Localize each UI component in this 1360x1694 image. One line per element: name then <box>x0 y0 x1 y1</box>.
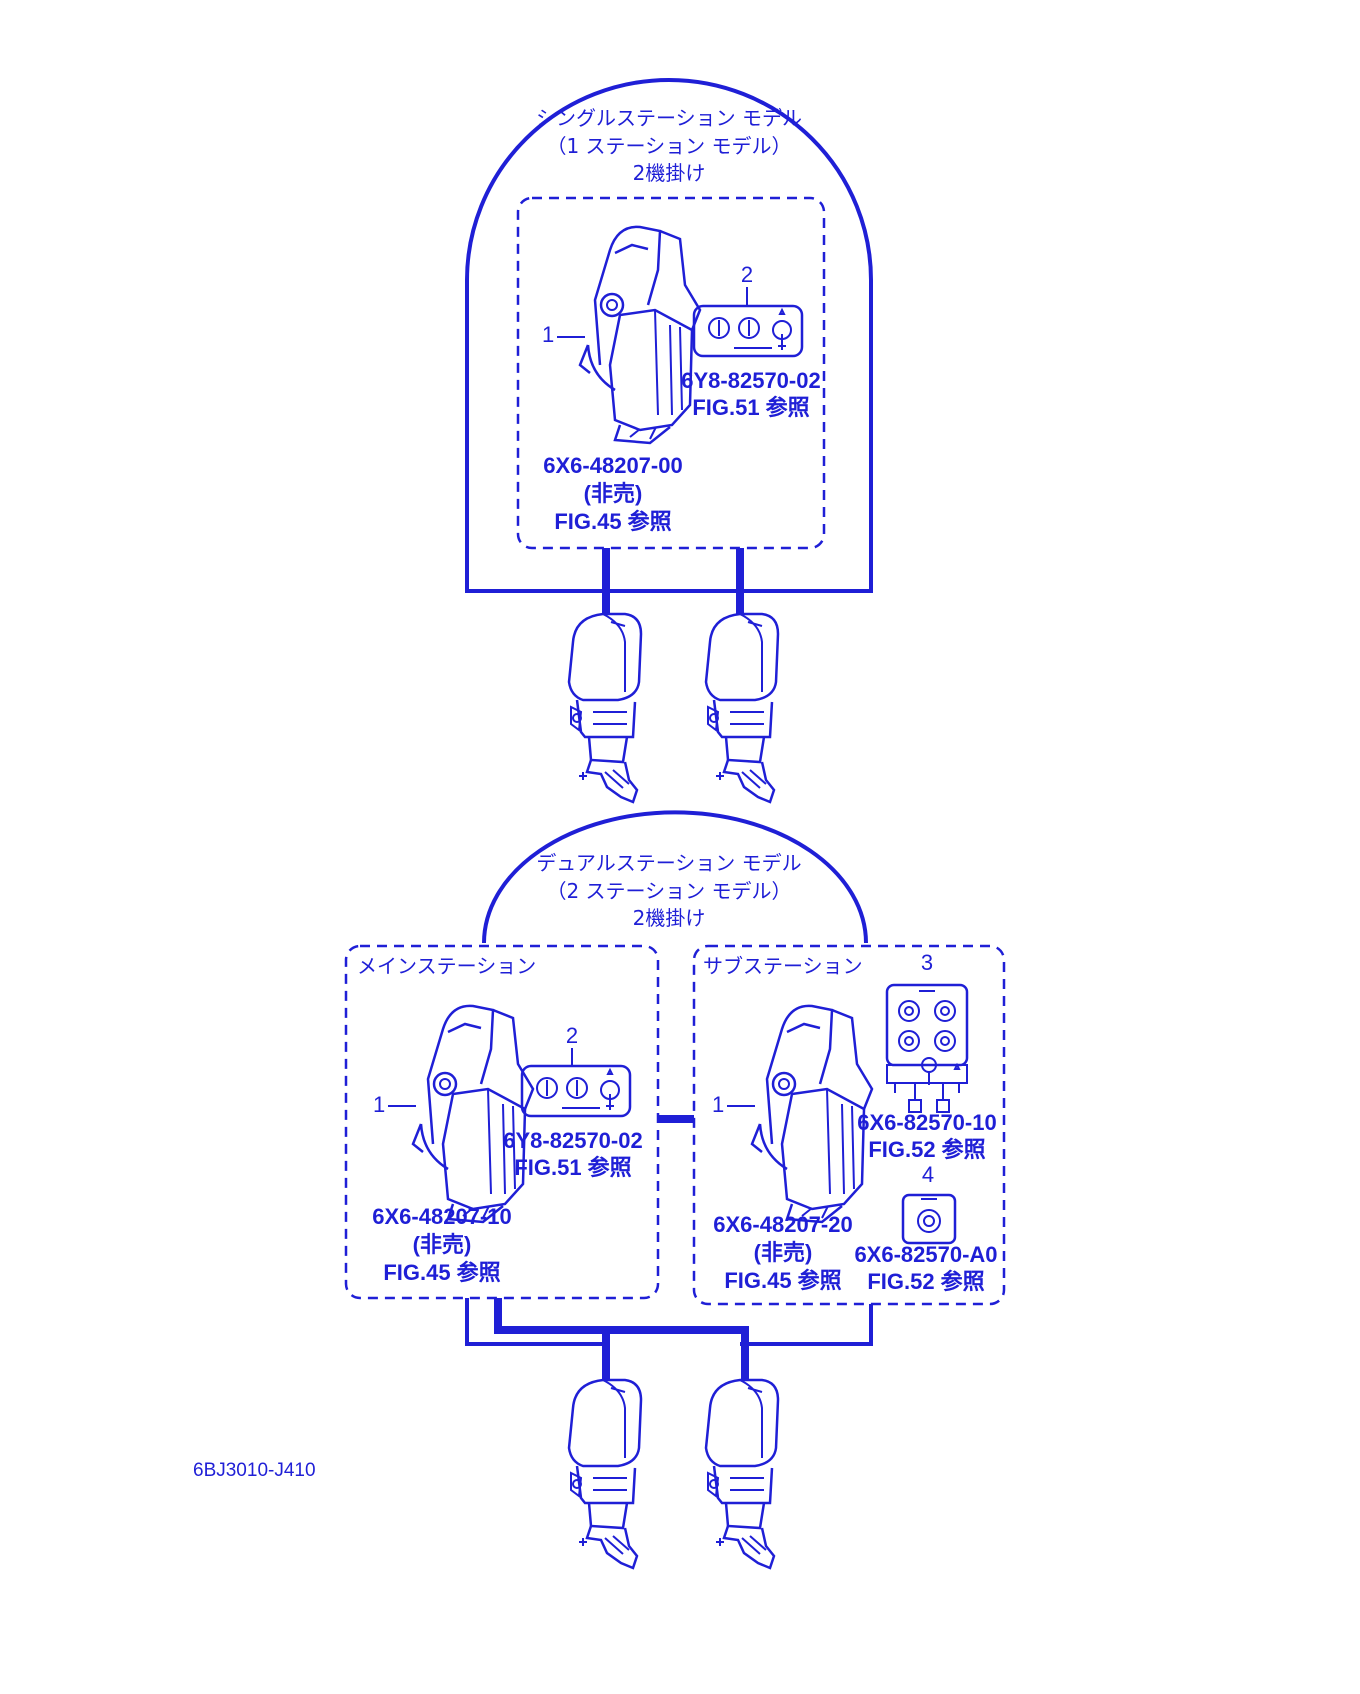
sub-station-group <box>692 944 1006 1306</box>
single-station-outline <box>465 78 873 593</box>
single-panel-ref: FIG.51 参照 <box>692 395 809 420</box>
sub-remote-callout: 1 <box>712 1092 724 1117</box>
sub-remote-ref: FIG.45 参照 <box>724 1268 841 1293</box>
main-panel-ref: FIG.51 参照 <box>514 1155 631 1180</box>
outboard-engine-icon <box>704 1378 780 1570</box>
drawing-code: 6BJ3010-J410 <box>193 1460 316 1481</box>
single-title-line2: （1 ステーション モデル） <box>546 134 791 158</box>
main-remote-part-no: 6X6-48207-10 <box>372 1204 511 1229</box>
quad-switch-panel-icon <box>885 983 969 1114</box>
switch-panel-icon <box>520 1064 632 1118</box>
dual-harness-main <box>465 1298 606 1346</box>
main-station-group <box>344 944 660 1300</box>
remote-control-icon <box>578 225 702 445</box>
single-switch-panel-icon <box>901 1193 957 1245</box>
main-panel-part-no: 6Y8-82570-02 <box>503 1128 642 1153</box>
sub-single-panel-ref: FIG.52 参照 <box>867 1269 984 1294</box>
single-remote-callout: 1 <box>542 322 554 347</box>
main-remote-ref: FIG.45 参照 <box>383 1260 500 1285</box>
dual-station-arch <box>482 810 868 944</box>
single-panel-part-no: 6Y8-82570-02 <box>681 368 820 393</box>
main-remote-callout: 1 <box>373 1092 385 1117</box>
single-station-group <box>516 196 826 550</box>
remote-control-icon <box>411 1004 535 1224</box>
single-remote-part-no: 6X6-48207-00 <box>543 453 682 478</box>
dual-harness-sub <box>740 1304 873 1346</box>
switch-panel-icon <box>692 304 804 358</box>
single-panel-callout: 2 <box>741 262 753 287</box>
dual-title-line3: 2機掛け <box>633 906 706 930</box>
dual-harness-cross <box>494 1298 749 1380</box>
single-title-line1: シングルステーション モデル <box>536 106 802 130</box>
sub-quad-panel-ref: FIG.52 参照 <box>868 1137 985 1162</box>
main-remote-note: (非売) <box>413 1232 472 1257</box>
single-remote-note: (非売) <box>584 481 643 506</box>
sub-remote-note: (非売) <box>754 1240 813 1265</box>
sub-quad-panel-part-no: 6X6-82570-10 <box>857 1110 996 1135</box>
outboard-engine-icon <box>704 612 780 804</box>
dual-title-line1: デュアルステーション モデル <box>536 851 801 875</box>
sub-quad-panel-callout: 3 <box>921 950 933 975</box>
single-remote-ref: FIG.45 参照 <box>554 509 671 534</box>
sub-station-label: サブステーション <box>703 954 863 978</box>
dual-title-line2: （2 ステーション モデル） <box>546 879 791 903</box>
main-panel-callout: 2 <box>566 1023 578 1048</box>
sub-remote-part-no: 6X6-48207-20 <box>713 1212 852 1237</box>
remote-control-icon <box>750 1004 874 1224</box>
sub-single-panel-callout: 4 <box>922 1162 934 1187</box>
outboard-engine-icon <box>567 612 643 804</box>
main-station-label: メインステーション <box>357 954 536 978</box>
sub-single-panel-part-no: 6X6-82570-A0 <box>854 1242 997 1267</box>
single-title-line3: 2機掛け <box>633 161 706 185</box>
outboard-engine-icon <box>567 1378 643 1570</box>
